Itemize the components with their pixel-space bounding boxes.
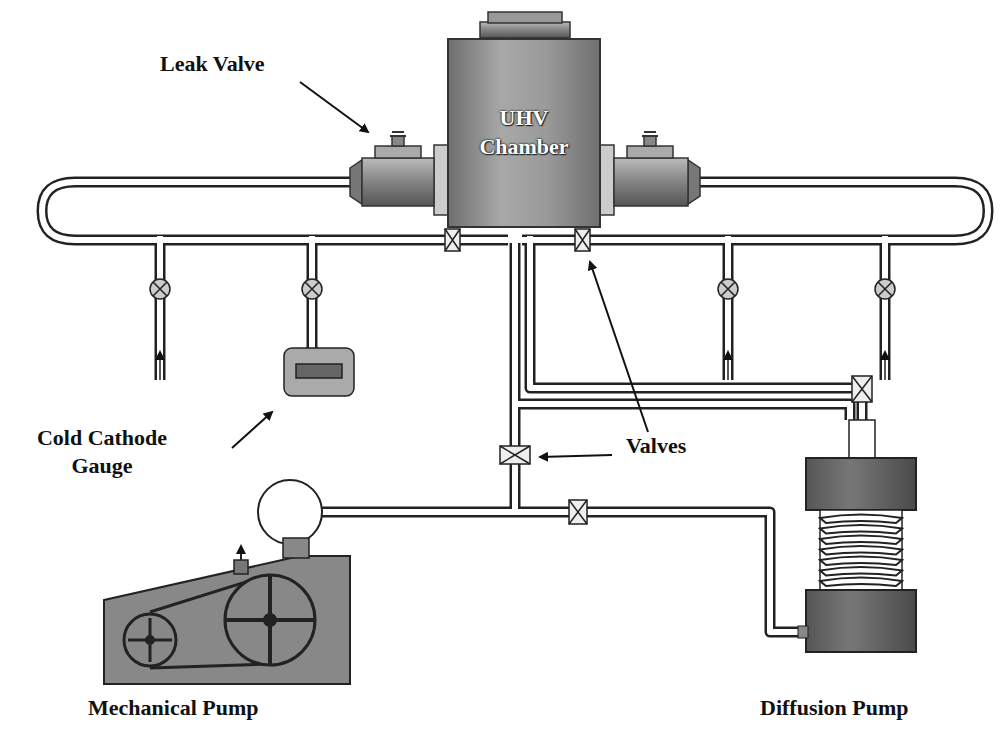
part-label: Mechanical Pump bbox=[88, 694, 259, 722]
bellows-fold bbox=[820, 557, 902, 566]
diffusion-pump bbox=[798, 420, 916, 652]
chamber-port bbox=[600, 145, 614, 215]
callout-label: Valves bbox=[626, 432, 686, 460]
chamber-port bbox=[434, 145, 448, 215]
bellows-fold bbox=[820, 515, 902, 524]
mechanical-pump bbox=[104, 538, 350, 684]
foreline-trap bbox=[258, 480, 322, 544]
part-label: Diffusion Pump bbox=[760, 694, 909, 722]
chamber-flange bbox=[488, 12, 562, 23]
branch-valves bbox=[150, 279, 895, 299]
callout-label: Leak Valve bbox=[160, 50, 265, 78]
bellows-fold bbox=[820, 546, 902, 555]
leak-valve-right bbox=[614, 132, 700, 206]
bellows-fold bbox=[820, 536, 902, 545]
gas-inlet-arrows bbox=[160, 352, 885, 380]
chamber-box: UHV Chamber bbox=[447, 38, 601, 228]
cold-cathode-gauge bbox=[284, 348, 354, 396]
bellows-fold bbox=[820, 525, 902, 534]
chamber-label: UHV Chamber bbox=[463, 98, 585, 167]
callout-label: Cold Cathode Gauge bbox=[12, 424, 192, 479]
pipe-outlines bbox=[42, 182, 988, 632]
bellows-fold bbox=[820, 578, 902, 587]
leak-valve-left bbox=[350, 132, 434, 206]
bellows-fold bbox=[820, 567, 902, 576]
chamber-flange bbox=[480, 22, 570, 38]
